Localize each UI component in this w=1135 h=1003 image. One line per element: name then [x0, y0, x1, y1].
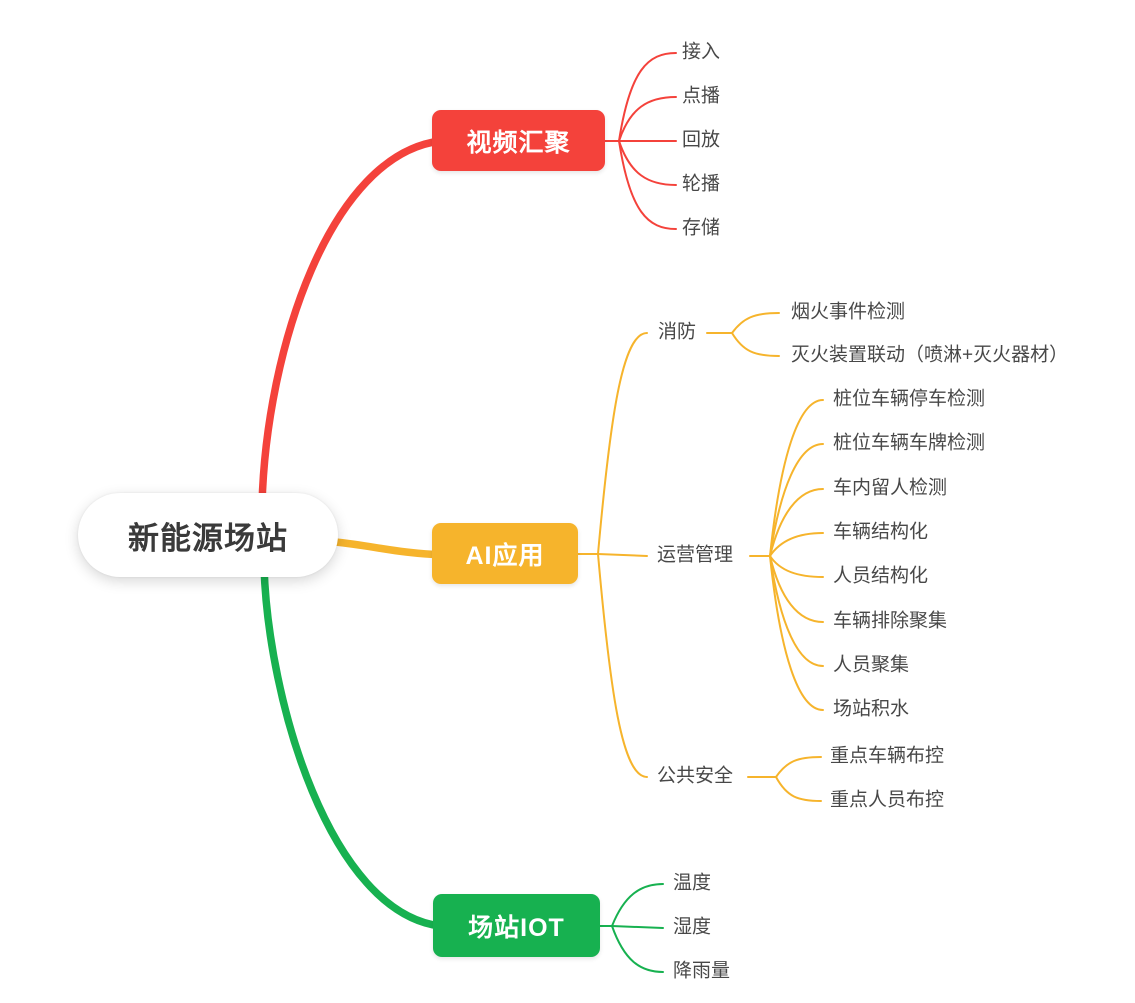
- leaf-vehicle-structuring[interactable]: 车辆结构化: [833, 521, 929, 543]
- leaf-extinguishing-device-linkage[interactable]: 灭火装置联动（喷淋+灭火器材）: [791, 344, 1069, 366]
- leaf-playback[interactable]: 回放: [682, 129, 721, 151]
- leaf-person-structuring[interactable]: 人员结构化: [833, 565, 929, 587]
- leaf-on-demand[interactable]: 点播: [682, 85, 721, 107]
- branch-iot-label: 场站IOT: [468, 913, 565, 942]
- leaf-smoke-fire-event-detection[interactable]: 烟火事件检测: [791, 301, 906, 323]
- leaf-key-vehicle-monitoring[interactable]: 重点车辆布控: [830, 745, 945, 767]
- leaf-key-person-monitoring[interactable]: 重点人员布控: [830, 789, 945, 811]
- connector-group-iot: [260, 562, 664, 973]
- branch-video-aggregation[interactable]: 视频汇聚: [432, 110, 605, 171]
- connector-group-ai: [331, 312, 824, 802]
- subtopic-public-safety[interactable]: 公共安全: [657, 765, 734, 787]
- leaf-station-water-accumulation[interactable]: 场站积水: [833, 698, 910, 720]
- leaf-rainfall[interactable]: 降雨量: [673, 960, 731, 982]
- branch-station-iot[interactable]: 场站IOT: [433, 894, 600, 957]
- branch-ai-label: AI应用: [465, 541, 545, 570]
- root-label: 新能源场站: [128, 520, 288, 556]
- leaf-pile-parking-detection[interactable]: 桩位车辆停车检测: [833, 388, 986, 410]
- leaf-humidity[interactable]: 湿度: [673, 916, 712, 938]
- leaf-storage[interactable]: 存储: [682, 217, 721, 239]
- leaf-carousel[interactable]: 轮播: [682, 173, 721, 195]
- root-node[interactable]: 新能源场站: [78, 493, 338, 577]
- subtopic-fire-protection[interactable]: 消防: [658, 321, 697, 343]
- leaf-vehicle-gathering-exclusion[interactable]: 车辆排除聚集: [833, 610, 948, 632]
- subtopic-operations-management[interactable]: 运营管理: [657, 544, 734, 566]
- connector-group-video: [258, 52, 677, 509]
- leaf-access[interactable]: 接入: [682, 41, 721, 63]
- leaf-person-in-vehicle-detection[interactable]: 车内留人检测: [833, 477, 948, 499]
- leaf-crowd-gathering[interactable]: 人员聚集: [833, 654, 910, 676]
- branch-video-label: 视频汇聚: [466, 128, 571, 157]
- branch-ai-application[interactable]: AI应用: [432, 523, 578, 584]
- leaf-pile-plate-detection[interactable]: 桩位车辆车牌检测: [833, 432, 986, 454]
- leaf-temperature[interactable]: 温度: [673, 872, 712, 894]
